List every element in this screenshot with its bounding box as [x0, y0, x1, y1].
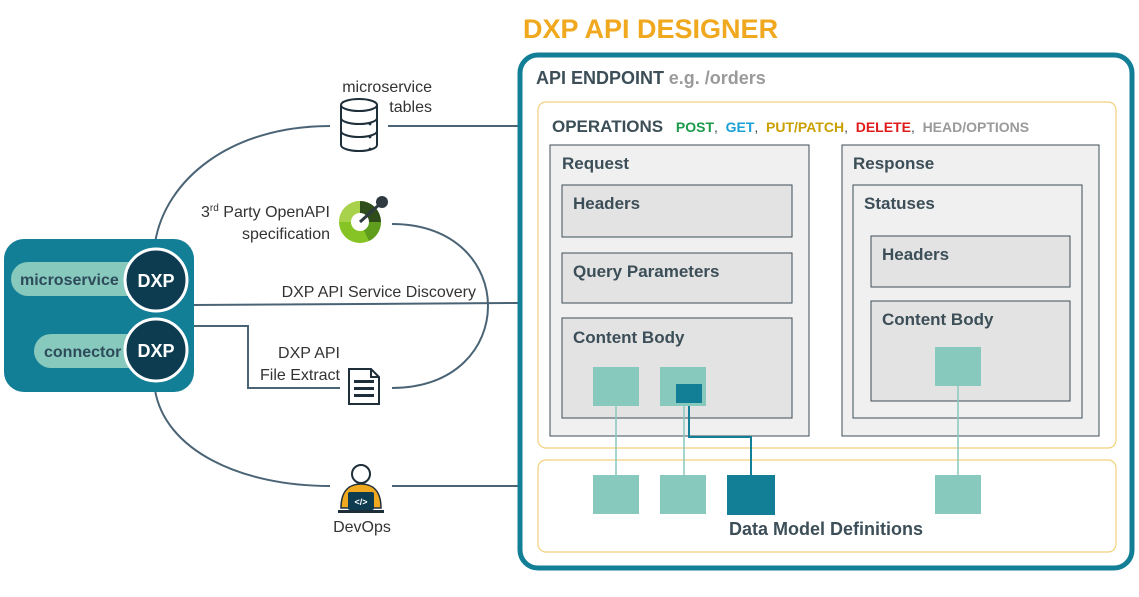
- openapi-label-line1: 3rd Party OpenAPI: [201, 203, 330, 221]
- model-link-3: [688, 403, 752, 475]
- response-label: Response: [853, 154, 934, 173]
- query-parameters-label: Query Parameters: [573, 262, 719, 281]
- response-headers-label: Headers: [882, 245, 949, 264]
- request-content-body-label: Content Body: [573, 328, 685, 347]
- dxp-badge-bottom: [123, 317, 189, 383]
- method-post: POST: [676, 119, 715, 135]
- response-headers-box: [870, 235, 1071, 288]
- dxp-badge-top: [123, 247, 189, 313]
- model-square-request-nested: [676, 384, 702, 403]
- sources: microservice tables 3rd Party OpenAPI sp…: [201, 79, 476, 536]
- service-discovery-label: DXP API Service Discovery: [282, 284, 476, 301]
- method-delete: DELETE: [856, 119, 911, 135]
- operations-line: OPERATIONS POST, GET, PUT/PATCH, DELETE,…: [552, 117, 1029, 136]
- method-put-patch: PUT/PATCH: [766, 119, 844, 135]
- method-head-options: HEAD/OPTIONS: [923, 119, 1030, 135]
- data-model-label: Data Model Definitions: [729, 519, 923, 539]
- devops-person-icon: </>: [338, 464, 384, 513]
- line-devops: [154, 389, 331, 487]
- request-headers-label: Headers: [573, 194, 640, 213]
- microservice-pill-label: microservice: [20, 272, 119, 289]
- database-icon: [340, 98, 378, 152]
- request-label: Request: [562, 154, 629, 173]
- response-content-body-label: Content Body: [882, 310, 994, 329]
- method-get: GET: [726, 119, 755, 135]
- model-definition-3: [727, 475, 775, 515]
- request-headers-box: [561, 184, 793, 238]
- query-parameters-box: [561, 252, 793, 304]
- connector-pill-label: connector: [44, 344, 121, 361]
- model-square-request-1: [593, 367, 639, 406]
- dxp-badge-bottom-label: DXP: [137, 341, 174, 361]
- file-extract-label-line1: DXP API: [278, 345, 340, 362]
- model-definition-1: [593, 475, 639, 514]
- microservice-tables-label-line2: tables: [389, 99, 432, 116]
- model-definition-4: [935, 475, 981, 514]
- statuses-label: Statuses: [864, 194, 935, 213]
- line-microservice-tables: [154, 125, 331, 244]
- openapi-label-line2: specification: [242, 226, 330, 243]
- dxp-badge-top-label: DXP: [137, 271, 174, 291]
- left-panel: microservice DXP connector DXP: [4, 239, 194, 392]
- connector-lines: [154, 125, 519, 487]
- svg-text:</>: </>: [354, 497, 367, 507]
- line-file-extract: [192, 325, 340, 389]
- line-openapi-loop: [391, 223, 489, 389]
- file-extract-label-line2: File Extract: [260, 367, 341, 384]
- document-icon: [348, 368, 380, 405]
- connector-pill: [34, 334, 154, 368]
- model-square-response-1: [935, 347, 981, 386]
- model-definition-2: [660, 475, 706, 514]
- devops-label: DevOps: [333, 519, 391, 536]
- openapi-icon: [339, 196, 388, 243]
- model-links: [615, 386, 959, 475]
- line-service-discovery: [191, 302, 519, 306]
- designer-title: DXP API DESIGNER: [523, 14, 778, 44]
- microservice-tables-label-line1: microservice: [342, 79, 432, 96]
- microservice-pill: [11, 262, 151, 296]
